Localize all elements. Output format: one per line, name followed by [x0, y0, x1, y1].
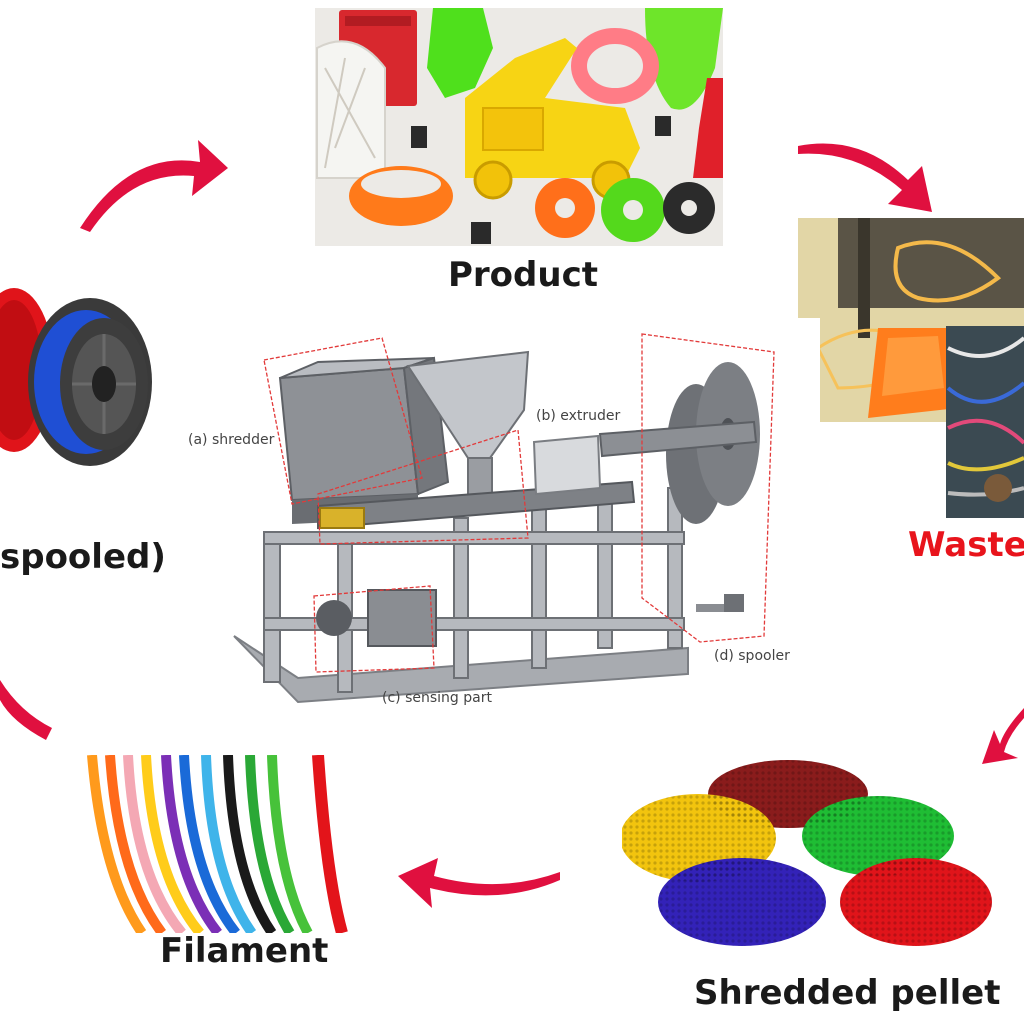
arrow-to-spool — [0, 680, 52, 740]
arrow-to-product — [80, 140, 228, 232]
label-shredder: (a) shredder — [188, 432, 275, 448]
recycling-machine-render: (a) shredder (b) extruder (c) sensing pa… — [168, 318, 820, 730]
arrow-to-waste — [798, 143, 932, 212]
shredded-pellet-label: Shredded pellet — [694, 973, 1001, 1013]
filament-label: Filament — [160, 931, 329, 971]
label-spooler: (d) spooler — [714, 648, 790, 664]
arrow-to-filament — [398, 858, 560, 908]
waste-label: Waste — [908, 525, 1024, 565]
label-extruder: (b) extruder — [536, 408, 621, 424]
product-photo — [315, 8, 723, 246]
product-label: Product — [448, 255, 598, 295]
label-sensing-part: (c) sensing part — [382, 690, 492, 706]
spooled-label: spooled) — [0, 537, 166, 577]
filament-photo — [82, 755, 382, 933]
waste-photo — [798, 218, 1024, 518]
spool-photo — [0, 270, 160, 480]
pellet-photo — [622, 752, 992, 962]
